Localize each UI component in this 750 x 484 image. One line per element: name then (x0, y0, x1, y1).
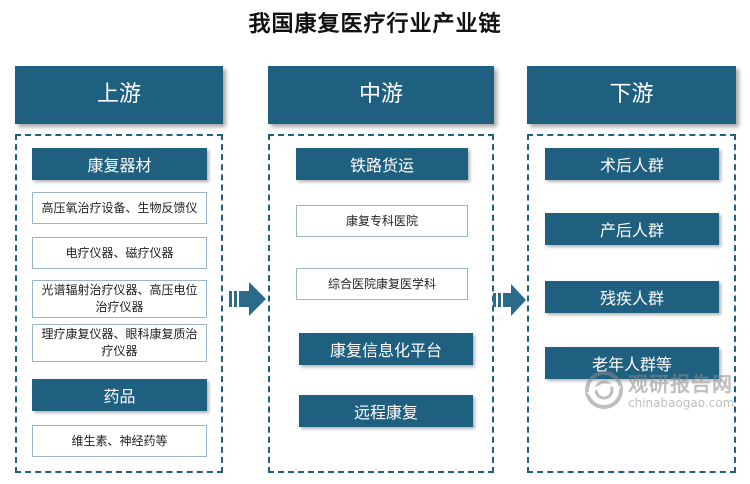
downstream-item-2: 产后人群 (545, 213, 719, 245)
downstream-box (527, 134, 736, 473)
upstream-item-1: 高压氧治疗设备、生物反馈仪 (32, 192, 207, 224)
arrow-right-icon (229, 282, 266, 316)
watermark-brand: 观研报告网 (628, 372, 733, 396)
midstream-platform: 康复信息化平台 (299, 333, 473, 365)
midstream-group-title: 铁路货运 (296, 148, 468, 180)
upstream-item-2: 电疗仪器、磁疗仪器 (32, 237, 207, 269)
upstream-group-equipment-title: 康复器材 (32, 148, 207, 180)
watermark: 观研报告网 chinabaogao.com (584, 368, 744, 414)
downstream-item-3: 残疾人群 (545, 281, 719, 313)
upstream-group-drugs-title: 药品 (32, 379, 207, 411)
upstream-item-3: 光谱辐射治疗仪器、高压电位治疗仪器 (32, 280, 207, 318)
midstream-item-2: 综合医院康复医学科 (296, 268, 468, 300)
upstream-header: 上游 (15, 66, 223, 124)
page-title: 我国康复医疗行业产业链 (248, 11, 502, 37)
downstream-item-1: 术后人群 (545, 148, 719, 180)
upstream-box (15, 134, 223, 473)
watermark-logo-icon (585, 371, 623, 409)
upstream-drug-item: 维生素、神经药等 (32, 425, 207, 457)
midstream-item-1: 康复专科医院 (296, 205, 468, 237)
midstream-header: 中游 (268, 66, 494, 124)
downstream-item-4: 老年人群等 (545, 347, 719, 379)
arrow-right-icon-2 (493, 284, 526, 316)
midstream-remote: 远程康复 (299, 395, 473, 427)
upstream-item-4: 理疗康复仪器、眼科康复质治疗仪器 (32, 324, 207, 362)
watermark-url: chinabaogao.com (628, 396, 735, 410)
downstream-header: 下游 (527, 66, 736, 124)
